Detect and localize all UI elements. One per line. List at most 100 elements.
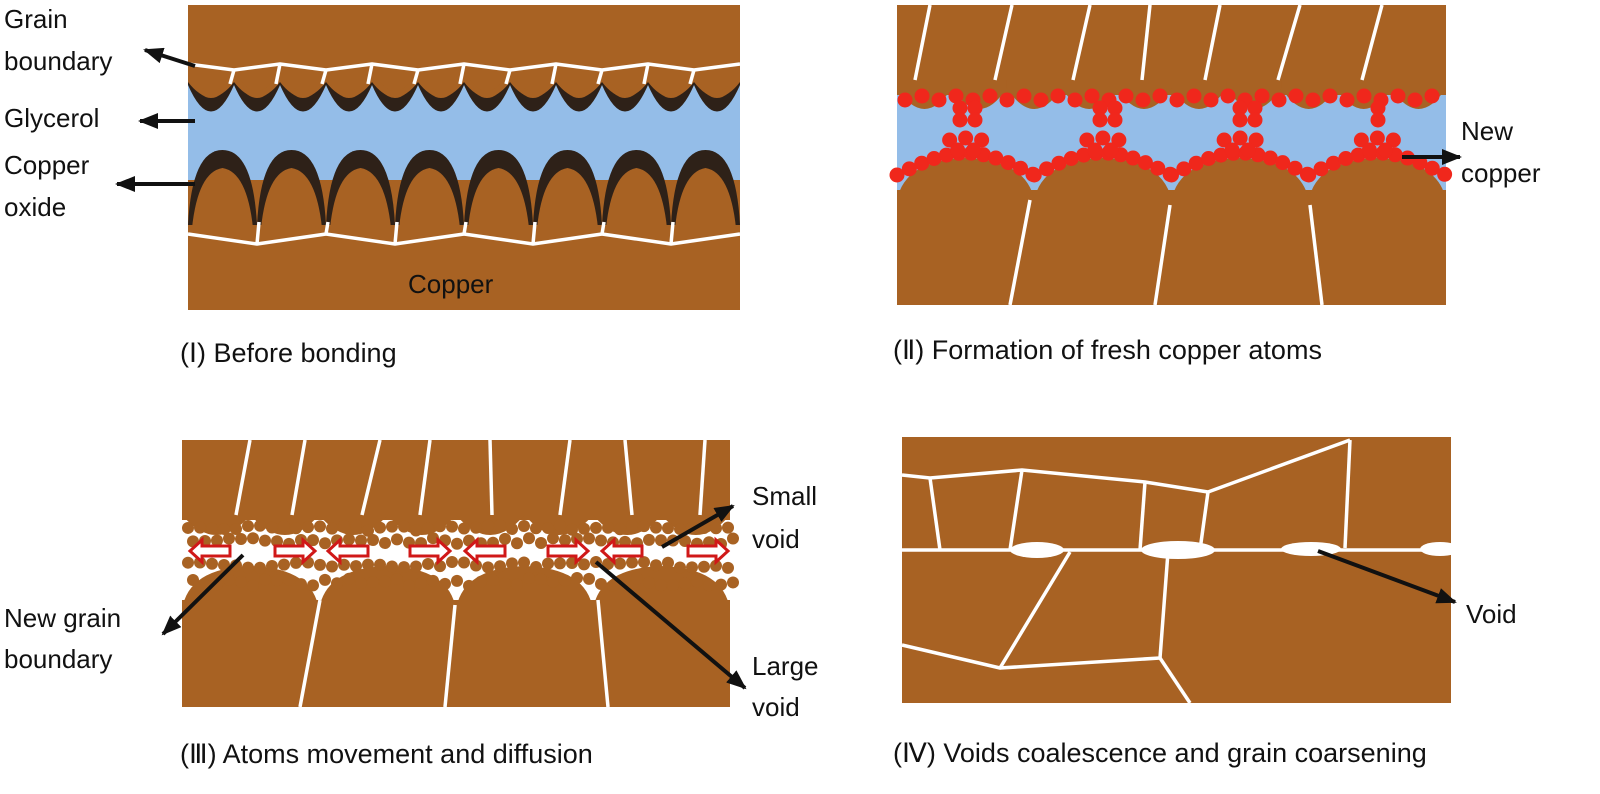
void-icon bbox=[1141, 541, 1215, 559]
copper-atom bbox=[410, 524, 422, 537]
copper-atom bbox=[1232, 112, 1248, 128]
copper-atom bbox=[1407, 92, 1423, 108]
copper-atom bbox=[1033, 92, 1049, 108]
copper-oxide-top bbox=[188, 70, 740, 112]
copper-atom bbox=[1000, 155, 1016, 171]
copper-atom bbox=[1287, 160, 1303, 176]
copper-atom bbox=[386, 520, 398, 533]
copper-atom bbox=[999, 92, 1015, 108]
copper-atom bbox=[398, 520, 410, 533]
copper-atom bbox=[542, 557, 554, 570]
copper-atom bbox=[901, 161, 917, 177]
copper-atom bbox=[350, 560, 362, 573]
copper-atom bbox=[218, 522, 230, 535]
grain-boundary-line bbox=[324, 221, 330, 235]
copper-atom bbox=[1169, 92, 1185, 108]
copper-atom bbox=[655, 579, 667, 592]
copper-atom bbox=[1164, 167, 1179, 183]
caption-panel-1: (Ⅰ) Before bonding bbox=[180, 338, 397, 368]
void-label: Void bbox=[1466, 599, 1517, 629]
copper-oxide-scallop bbox=[602, 78, 648, 112]
grain-boundary-line bbox=[558, 439, 572, 516]
copper-label: Copper bbox=[408, 269, 494, 299]
copper-atom bbox=[307, 579, 319, 592]
copper-atom bbox=[247, 532, 259, 545]
copper-atom bbox=[914, 155, 930, 171]
copper-grains-bottom bbox=[897, 158, 1446, 305]
copper-atom bbox=[590, 521, 602, 534]
copper-atom bbox=[1305, 92, 1321, 108]
grain-boundary-line bbox=[1008, 199, 1032, 306]
copper-atom bbox=[722, 561, 734, 574]
copper-atom bbox=[542, 521, 554, 534]
copper-atom bbox=[194, 521, 206, 534]
copper-atom bbox=[1220, 88, 1236, 104]
copper-atom bbox=[367, 533, 379, 546]
copper-atom bbox=[674, 561, 686, 574]
void-icon bbox=[1010, 542, 1064, 558]
copper-atom bbox=[530, 561, 542, 574]
copper-atom bbox=[302, 521, 314, 534]
small-void-label-line2: void bbox=[752, 524, 800, 554]
copper-atom bbox=[583, 532, 595, 545]
grain-boundary-line bbox=[623, 439, 634, 516]
copper-atom bbox=[1247, 112, 1263, 128]
copper-atom bbox=[1232, 100, 1248, 116]
copper-atom bbox=[343, 572, 355, 585]
copper-atom bbox=[511, 578, 523, 591]
copper-atom bbox=[362, 524, 374, 537]
copper-atom bbox=[1224, 142, 1240, 158]
copper-atom bbox=[1039, 161, 1055, 177]
copper-atom bbox=[530, 522, 542, 535]
copper-grain-tip bbox=[326, 70, 372, 97]
copper-atom bbox=[350, 519, 362, 532]
copper-atom bbox=[559, 574, 571, 587]
copper-atom bbox=[1216, 132, 1232, 148]
copper-atom bbox=[595, 534, 607, 547]
copper-atom bbox=[319, 573, 331, 586]
copper-grain-dome bbox=[897, 158, 1035, 200]
copper-atom bbox=[374, 558, 386, 571]
copper-atom bbox=[1322, 88, 1338, 104]
copper-atom bbox=[1232, 130, 1248, 146]
arrow-left-icon bbox=[462, 536, 507, 566]
copper-atom bbox=[631, 572, 643, 585]
copper-atom bbox=[259, 534, 271, 547]
copper-atom bbox=[662, 556, 674, 569]
grain-boundary-label: Grain bbox=[4, 4, 68, 34]
copper-atom bbox=[578, 522, 590, 535]
copper-grain-tip bbox=[234, 70, 280, 97]
copper-atom bbox=[1424, 88, 1440, 104]
copper-atom bbox=[967, 100, 983, 116]
copper-atom bbox=[1087, 142, 1103, 158]
copper-grain-dome bbox=[675, 168, 736, 228]
copper-atom bbox=[554, 519, 566, 532]
large-void-arrow bbox=[594, 560, 747, 690]
copper-atom bbox=[242, 520, 254, 533]
copper-atom bbox=[535, 536, 547, 549]
copper-atom bbox=[1051, 155, 1067, 171]
copper-atom bbox=[1424, 160, 1440, 176]
grain-boundary-line bbox=[418, 439, 432, 516]
copper-atom bbox=[691, 575, 703, 588]
copper-atom bbox=[518, 520, 530, 533]
new-grain-boundary-label-line2: boundary bbox=[4, 644, 112, 674]
copper-atom bbox=[679, 577, 691, 590]
copper-atom bbox=[271, 574, 283, 587]
copper-atom bbox=[295, 578, 307, 591]
copper-grain-tip bbox=[280, 70, 326, 97]
copper-atom bbox=[187, 573, 199, 586]
arrow-left-icon bbox=[599, 536, 644, 566]
copper-atom bbox=[494, 560, 506, 573]
new-copper-label-line2: copper bbox=[1461, 158, 1541, 188]
copper-atom bbox=[952, 112, 968, 128]
void-icon bbox=[1281, 542, 1341, 556]
copper-atom bbox=[379, 537, 391, 550]
grain-boundary-line bbox=[596, 69, 604, 85]
grain-boundary-line bbox=[234, 439, 252, 516]
arrow-right-icon bbox=[273, 536, 318, 566]
copper-atom bbox=[446, 520, 458, 533]
copper-atom bbox=[655, 534, 667, 547]
copper-atom bbox=[182, 521, 194, 534]
